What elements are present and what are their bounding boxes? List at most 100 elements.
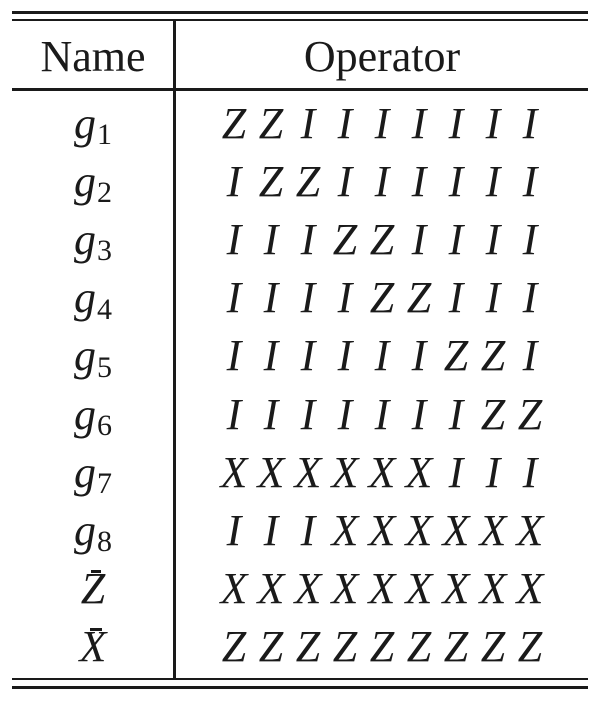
top-rule-inner (12, 19, 588, 21)
pauli-symbol: I (263, 214, 279, 264)
pauli-symbol: I (226, 331, 242, 381)
pauli-symbol: Z (517, 622, 543, 672)
pauli-symbol: I (485, 214, 501, 264)
pauli-symbol: I (485, 98, 501, 148)
bottom-rule-inner (12, 678, 588, 680)
pauli-symbol: I (226, 389, 242, 439)
pauli-symbol: Z (258, 622, 284, 672)
generator-symbol: g (74, 273, 96, 323)
pauli-symbol: X (220, 564, 248, 614)
generator-subscript: 8 (97, 525, 112, 559)
pauli-symbol: I (226, 214, 242, 264)
pauli-symbol: Z (517, 389, 543, 439)
pauli-symbol: I (374, 389, 390, 439)
pauli-symbol: Z (480, 389, 506, 439)
generator-symbol: g (74, 156, 96, 206)
pauli-symbol: Z (480, 622, 506, 672)
pauli-symbol: I (485, 156, 501, 206)
pauli-symbol: Z (406, 622, 432, 672)
pauli-symbol: X (516, 505, 544, 555)
pauli-symbol: I (522, 156, 538, 206)
pauli-symbol: X (479, 564, 507, 614)
generator-subscript: 6 (97, 409, 112, 443)
pauli-symbol: I (485, 447, 501, 497)
pauli-symbol: I (448, 214, 464, 264)
pauli-symbol: X (405, 564, 433, 614)
generator-name: X (14, 618, 172, 676)
pauli-symbol: Z (258, 98, 284, 148)
generator-subscript: 4 (97, 292, 112, 326)
pauli-symbol: X (405, 447, 433, 497)
pauli-symbol: I (374, 98, 390, 148)
pauli-symbol: I (411, 389, 427, 439)
pauli-symbol: I (374, 156, 390, 206)
generator-symbol: X (79, 622, 107, 672)
pauli-symbol: X (405, 505, 433, 555)
pauli-symbol: I (411, 214, 427, 264)
pauli-symbol: I (300, 505, 316, 555)
pauli-symbol: Z (406, 273, 432, 323)
pauli-symbol: I (448, 447, 464, 497)
pauli-symbol: I (337, 98, 353, 148)
pauli-symbol: I (300, 214, 316, 264)
pauli-symbol: Z (295, 156, 321, 206)
pauli-symbol: I (411, 331, 427, 381)
pauli-symbol: I (337, 389, 353, 439)
pauli-symbol: X (294, 564, 322, 614)
pauli-symbol: I (411, 98, 427, 148)
pauli-symbol: X (257, 564, 285, 614)
pauli-symbol: I (337, 156, 353, 206)
pauli-symbol: X (331, 447, 359, 497)
pauli-symbol: X (294, 447, 322, 497)
bottom-rule (12, 686, 588, 689)
pauli-symbol: I (485, 273, 501, 323)
generator-subscript: 1 (97, 118, 112, 152)
generator-symbol: g (74, 214, 96, 264)
pauli-symbol: X (479, 505, 507, 555)
pauli-symbol: Z (221, 98, 247, 148)
pauli-symbol: I (448, 389, 464, 439)
generator-subscript: 7 (97, 467, 112, 501)
generator-name: Z (14, 560, 172, 618)
generator-symbol: g (74, 389, 96, 439)
pauli-symbol: I (374, 331, 390, 381)
generator-symbol: g (74, 331, 96, 381)
pauli-symbol: X (368, 564, 396, 614)
top-rule (12, 11, 588, 14)
pauli-symbol: I (337, 331, 353, 381)
generator-symbol: Z (80, 564, 106, 614)
pauli-symbol: I (522, 447, 538, 497)
pauli-symbol: I (411, 156, 427, 206)
column-divider (173, 21, 176, 678)
pauli-symbol: I (226, 273, 242, 323)
pauli-symbol: I (263, 505, 279, 555)
pauli-symbol: I (300, 98, 316, 148)
pauli-symbol: Z (443, 622, 469, 672)
header-name: Name (40, 32, 146, 81)
pauli-symbol: Z (443, 331, 469, 381)
pauli-symbol: I (448, 273, 464, 323)
pauli-symbol: X (368, 447, 396, 497)
pauli-symbol: X (516, 564, 544, 614)
generator-subscript: 2 (97, 176, 112, 210)
